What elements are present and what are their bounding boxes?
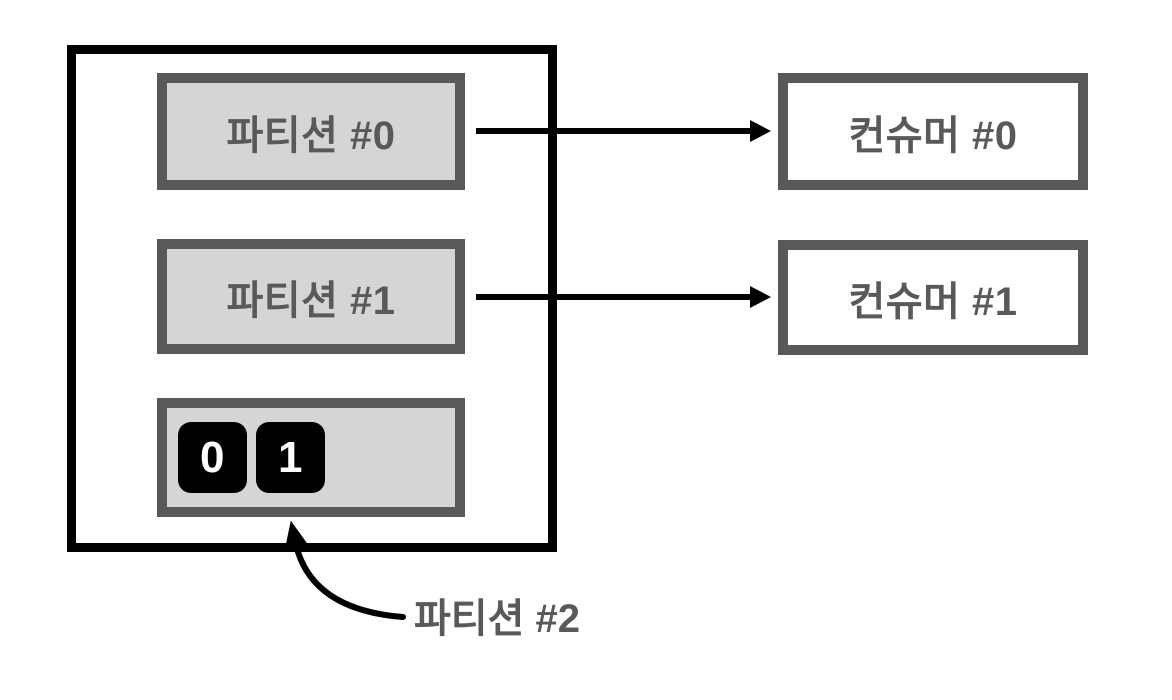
message-1-chip: 1 xyxy=(256,422,325,493)
partition-2-annotation-label: 파티션 #2 xyxy=(414,597,581,641)
message-0-label: 0 xyxy=(200,432,225,482)
partition-0-box: 파티션 #0 xyxy=(157,73,465,190)
partition-2-box: 0 1 xyxy=(157,398,465,517)
consumer-0-label: 컨슈머 #0 xyxy=(848,113,1018,158)
consumer-0-box: 컨슈머 #0 xyxy=(778,73,1088,190)
partition-0-label: 파티션 #0 xyxy=(226,113,396,158)
message-1-label: 1 xyxy=(278,432,303,482)
consumer-1-box: 컨슈머 #1 xyxy=(778,240,1088,355)
message-0-chip: 0 xyxy=(178,422,247,493)
topic-box: 파티션 #0 파티션 #1 0 1 xyxy=(67,45,557,552)
partition-1-label: 파티션 #1 xyxy=(226,278,396,323)
consumer-1-label: 컨슈머 #1 xyxy=(848,279,1018,324)
partition-1-box: 파티션 #1 xyxy=(157,239,465,354)
